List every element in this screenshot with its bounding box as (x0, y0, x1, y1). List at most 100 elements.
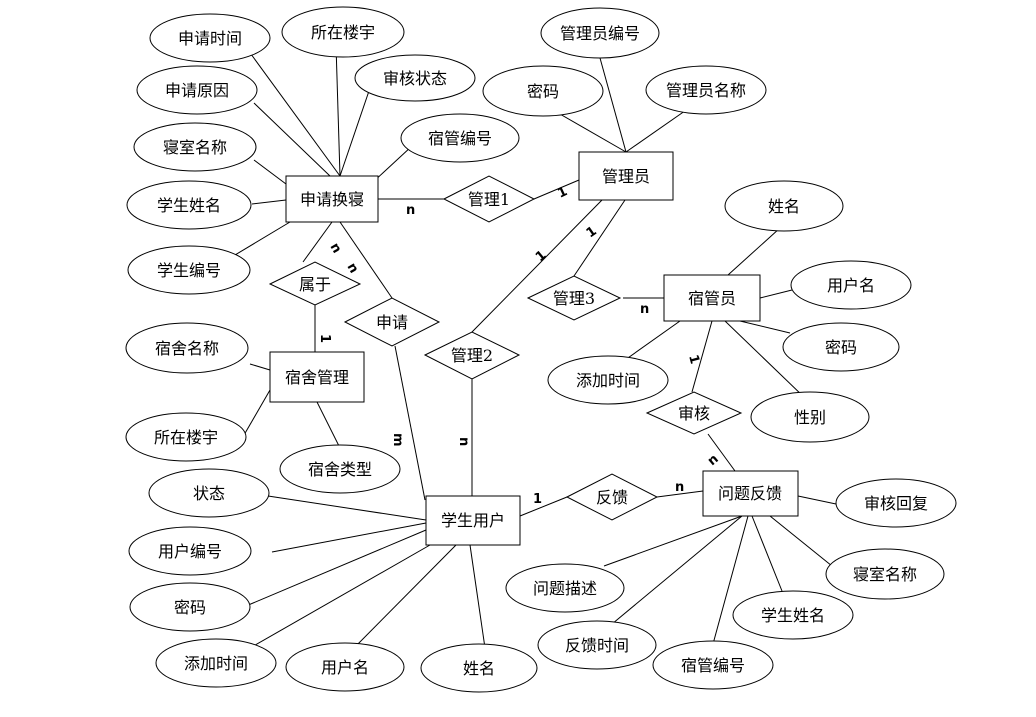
cardinality-label: n (640, 302, 649, 317)
attr-student-name: 姓名 (420, 643, 538, 693)
entity-label: 问题反馈 (718, 484, 782, 503)
cardinalities: n 1 1 1 n n n 1 m n 1 n 1 n (317, 184, 722, 507)
attr-manager-add-time: 添加时间 (547, 355, 669, 405)
relationship-label: 审核 (678, 404, 710, 423)
svg-text:用户编号: 用户编号 (158, 542, 222, 561)
relationship-label: 管理1 (468, 190, 510, 209)
svg-text:申请时间: 申请时间 (178, 29, 242, 48)
connector (533, 179, 580, 200)
relationship-label: 反馈 (596, 488, 628, 507)
connector (267, 495, 427, 521)
svg-text:寝室名称: 寝室名称 (853, 565, 917, 584)
attr-apply-reason: 申请原因 (136, 65, 258, 115)
attr-dorm-type: 宿舍类型 (279, 444, 401, 494)
svg-text:宿舍名称: 宿舍名称 (155, 339, 219, 358)
cardinality-label: n (675, 480, 684, 495)
attr-manager-name: 姓名 (724, 180, 844, 232)
svg-text:添加时间: 添加时间 (184, 654, 248, 673)
cardinality-label: m (390, 433, 405, 447)
svg-text:宿管编号: 宿管编号 (681, 656, 745, 675)
connector (769, 515, 833, 567)
connector (349, 544, 457, 653)
attr-admin-no: 管理员编号 (540, 7, 660, 59)
entity-label: 申请换寝 (300, 190, 364, 209)
svg-text:宿管编号: 宿管编号 (428, 129, 492, 148)
attr-apply-review-status: 审核状态 (354, 54, 476, 102)
connector (656, 490, 704, 498)
svg-text:密码: 密码 (174, 598, 206, 617)
entity-apply-swap: 申请换寝 (285, 175, 379, 223)
attr-student-user-no: 用户编号 (128, 526, 252, 576)
attr-admin-name: 管理员名称 (645, 65, 767, 115)
attr-student-username: 用户名 (285, 642, 405, 692)
svg-text:审核状态: 审核状态 (383, 69, 447, 88)
connector (797, 495, 837, 505)
connector (519, 496, 568, 517)
attr-manager-password: 密码 (782, 322, 900, 372)
cardinality-label: n (705, 452, 722, 469)
relationship-manage1: 管理1 (442, 175, 536, 223)
cardinality-label: 1 (317, 334, 332, 343)
relationship-label: 属于 (299, 275, 331, 294)
connector (339, 87, 371, 177)
attr-apply-student-no: 学生编号 (127, 245, 251, 295)
entity-dorm-manager: 宿管员 (663, 274, 761, 322)
svg-text:管理员名称: 管理员名称 (666, 81, 746, 100)
svg-text:申请原因: 申请原因 (165, 81, 229, 100)
connector (243, 389, 271, 436)
connector (751, 515, 785, 597)
relationship-apply: 申请 (343, 297, 441, 347)
relationship-manage3: 管理3 (526, 275, 622, 321)
connector (727, 227, 781, 276)
connector (724, 320, 807, 400)
attr-student-password: 密码 (129, 582, 251, 632)
entity-label: 学生用户 (441, 511, 505, 530)
entity-label: 管理员 (602, 167, 650, 186)
svg-text:学生姓名: 学生姓名 (761, 606, 825, 625)
svg-text:添加时间: 添加时间 (576, 371, 640, 390)
svg-text:用户名: 用户名 (321, 658, 369, 677)
attr-apply-manager-no: 宿管编号 (400, 113, 520, 163)
connector (302, 221, 333, 263)
attr-apply-time: 申请时间 (149, 13, 271, 63)
entity-admin: 管理员 (578, 151, 674, 201)
svg-text:寝室名称: 寝室名称 (163, 138, 227, 157)
connector (249, 363, 271, 371)
connector (247, 49, 341, 177)
svg-text:密码: 密码 (527, 82, 559, 101)
connector (712, 515, 749, 645)
relationship-manage2: 管理2 (423, 331, 521, 380)
cardinality-label: n (327, 241, 345, 257)
attr-apply-building: 所在楼宇 (281, 6, 405, 58)
connector (707, 433, 736, 472)
svg-text:状态: 状态 (193, 484, 225, 503)
svg-text:性别: 性别 (794, 408, 826, 427)
attr-fb-description: 问题描述 (505, 563, 625, 613)
connector (394, 345, 426, 501)
svg-text:学生编号: 学生编号 (157, 261, 221, 280)
svg-text:姓名: 姓名 (768, 197, 800, 216)
svg-text:审核回复: 审核回复 (864, 494, 928, 513)
connector (471, 199, 603, 333)
cardinality-label: 1 (533, 492, 542, 507)
connector (249, 544, 431, 649)
attr-fb-room-name: 寝室名称 (825, 548, 945, 600)
svg-text:学生姓名: 学生姓名 (157, 196, 221, 215)
attr-apply-room-name: 寝室名称 (133, 122, 257, 172)
entity-label: 宿管员 (688, 289, 736, 308)
svg-text:姓名: 姓名 (463, 659, 495, 678)
relationship-feedback: 反馈 (565, 473, 659, 521)
relationship-label: 管理2 (451, 346, 493, 365)
attr-fb-manager-no: 宿管编号 (652, 640, 774, 690)
connector (573, 199, 626, 277)
connector (691, 320, 713, 393)
cardinality-label: 1 (685, 353, 702, 366)
entity-dorm-mgmt: 宿舍管理 (269, 351, 365, 403)
attr-dorm-name: 宿舍名称 (125, 322, 249, 374)
svg-text:问题描述: 问题描述 (533, 579, 597, 598)
connector (625, 105, 693, 153)
attr-admin-password: 密码 (482, 65, 604, 117)
connector (251, 199, 287, 205)
connector (469, 544, 486, 649)
